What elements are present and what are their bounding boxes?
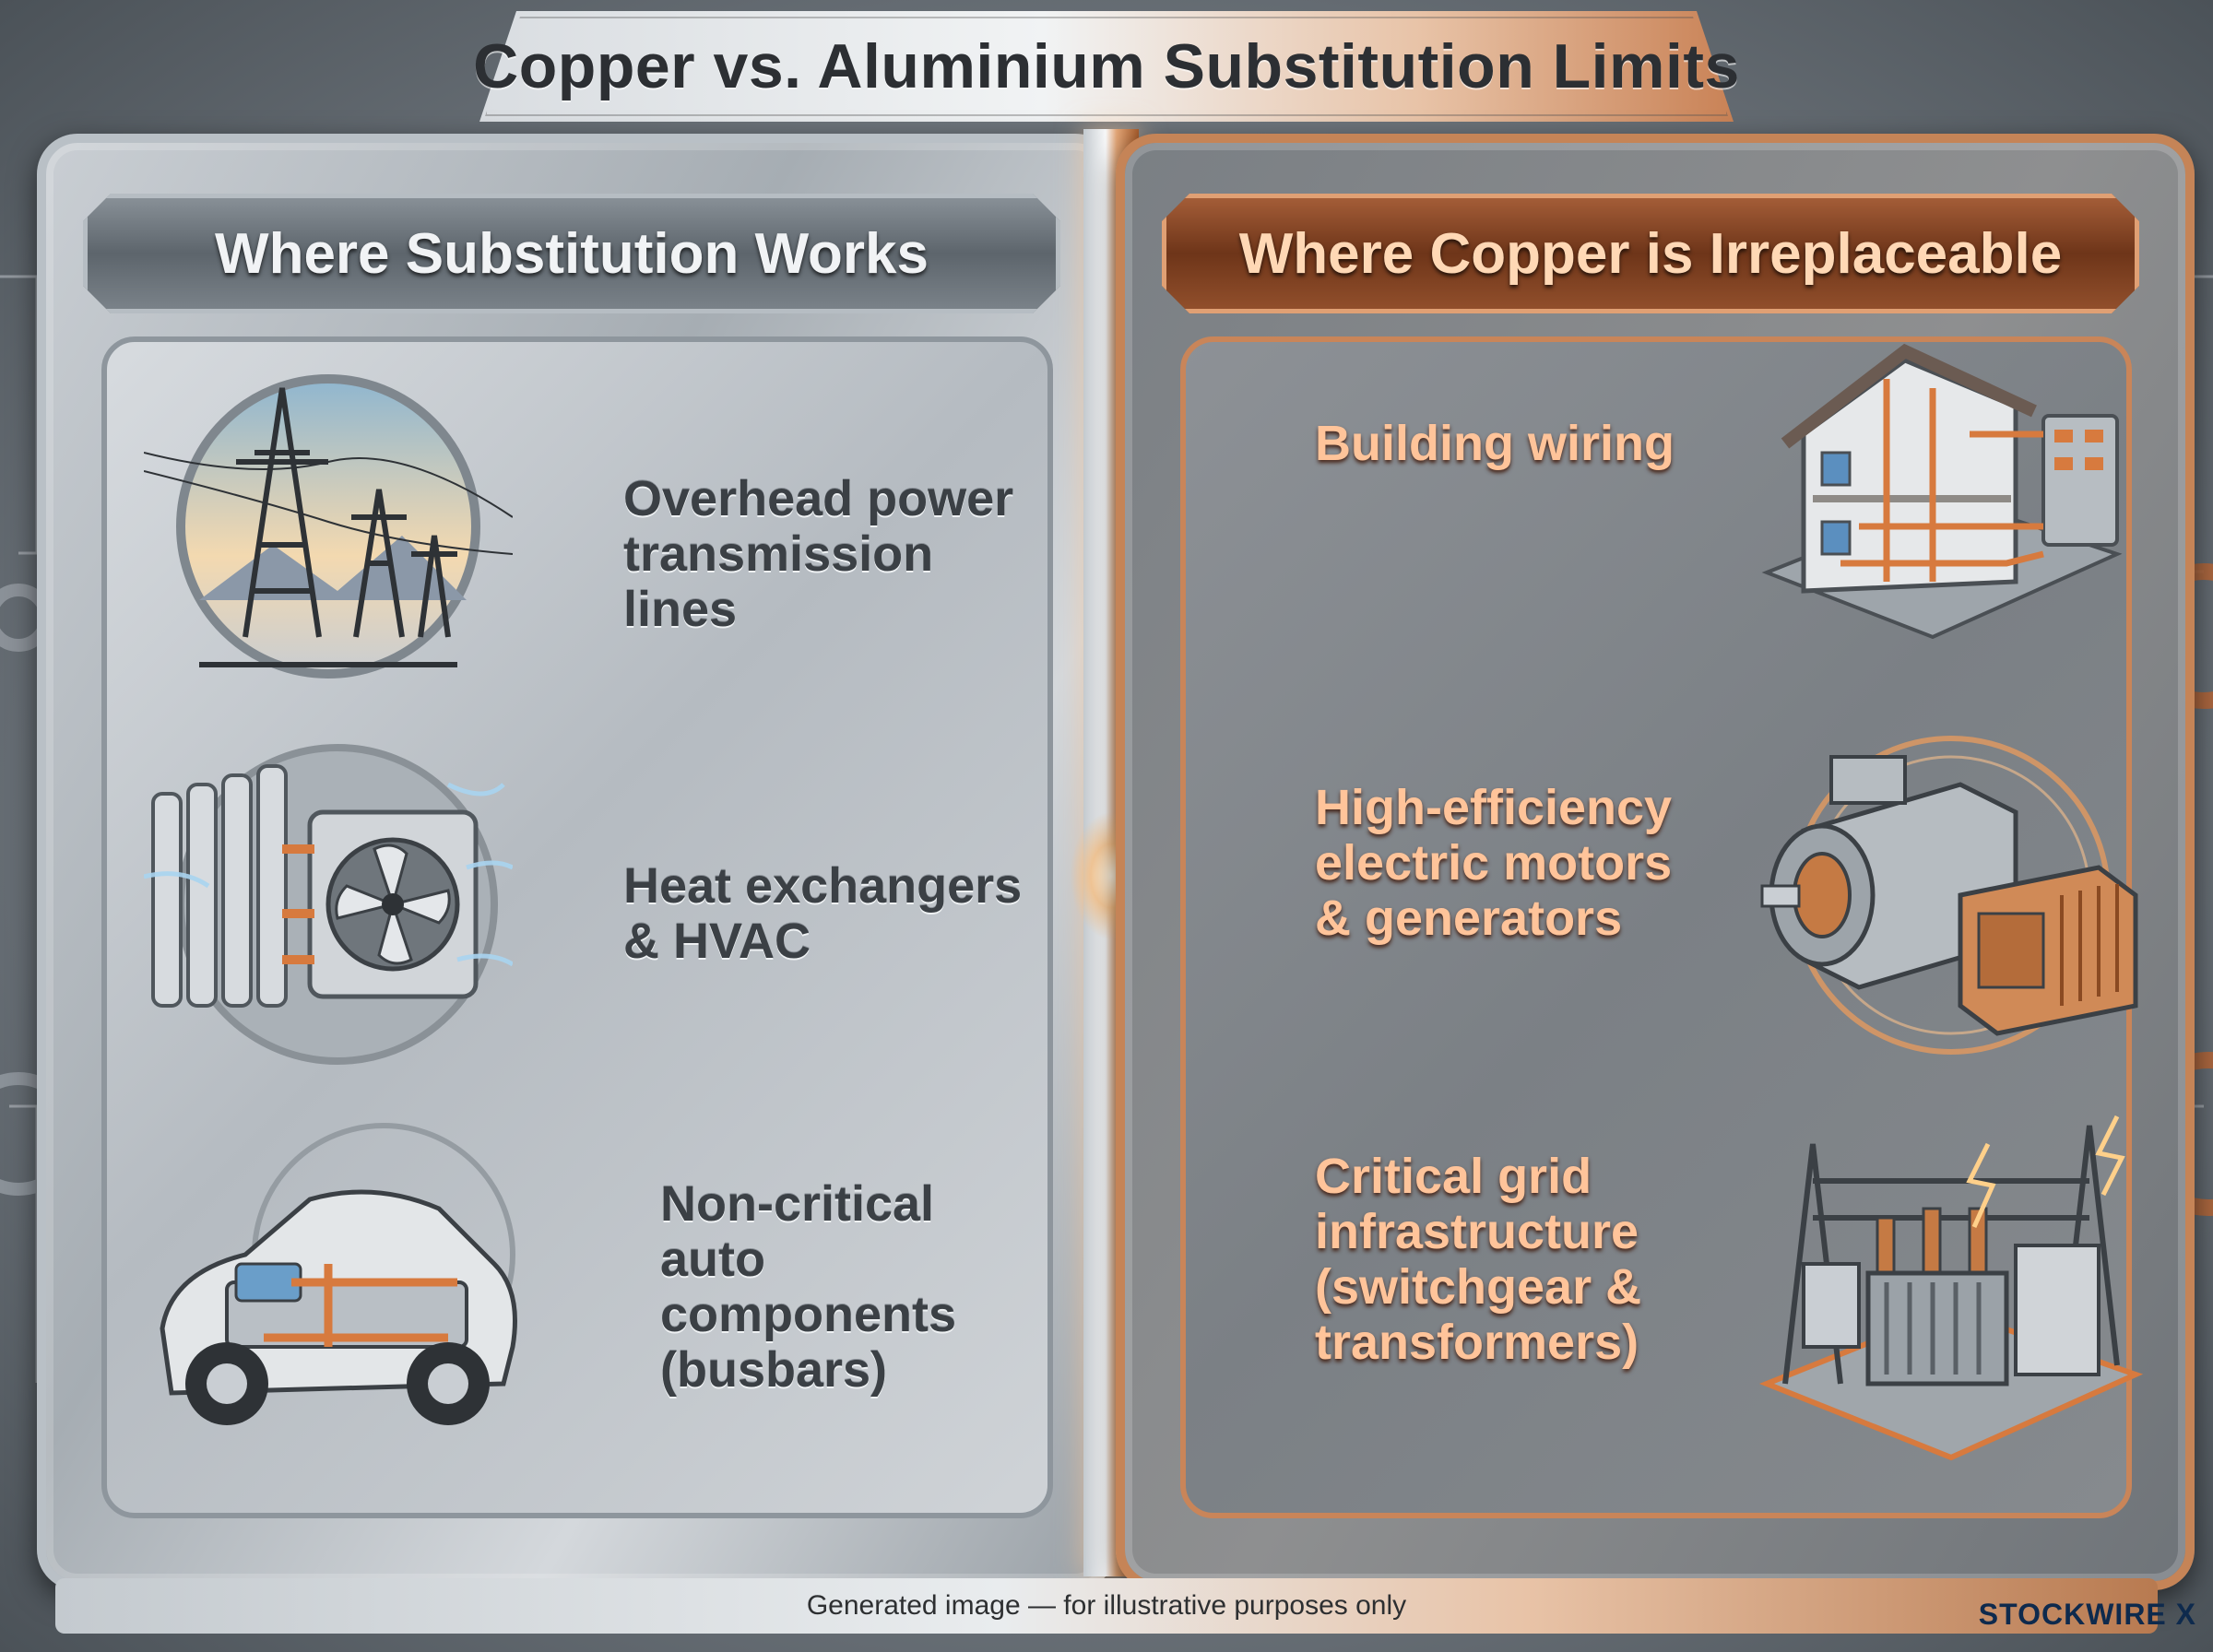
footer-bar [55, 1578, 2158, 1634]
left-content-area: Overhead power transmission lines [101, 336, 1053, 1518]
electric-motor-icon [1748, 711, 2138, 1061]
list-item: Overhead power transmission lines [107, 360, 1047, 729]
copper-irreplaceable-panel: Where Copper is Irreplaceable [1116, 134, 2195, 1590]
item-label: Heat exchangers & HVAC [623, 858, 1023, 969]
list-item: Heat exchangers & HVAC [107, 729, 1047, 1098]
substitution-works-panel: Where Substitution Works [37, 134, 1116, 1590]
right-heading: Where Copper is Irreplaceable [1162, 194, 2139, 313]
disclaimer-text: Generated image — for illustrative purpo… [806, 1590, 1407, 1621]
list-item: Non-critical auto components (busbars) [107, 1116, 1047, 1485]
item-label: Non-critical auto components (busbars) [660, 1176, 957, 1398]
substation-icon [1748, 1107, 2144, 1461]
item-label: Building wiring [1315, 416, 1675, 471]
title-plate [479, 11, 1734, 122]
hvac-fan-icon [144, 729, 513, 1080]
page-title: Copper vs. Aluminium Substitution Limits [473, 31, 1740, 101]
left-heading: Where Substitution Works [83, 194, 1060, 313]
house-wiring-icon [1748, 324, 2123, 674]
car-battery-icon [144, 1116, 517, 1467]
item-label: Overhead power transmission lines [623, 471, 1014, 637]
item-label: High-efficiency electric motors & genera… [1315, 780, 1673, 946]
item-label: Critical grid infrastructure (switchgear… [1315, 1149, 1642, 1370]
list-item: High-efficiency electric motors & genera… [1186, 711, 2138, 1080]
list-item: Building wiring [1186, 324, 2126, 692]
right-content-area: Building wiring [1180, 336, 2144, 1518]
transmission-tower-icon [144, 360, 513, 711]
list-item: Critical grid infrastructure (switchgear… [1186, 1107, 2144, 1476]
brand-logo: STOCKWIRE X [1978, 1598, 2196, 1631]
